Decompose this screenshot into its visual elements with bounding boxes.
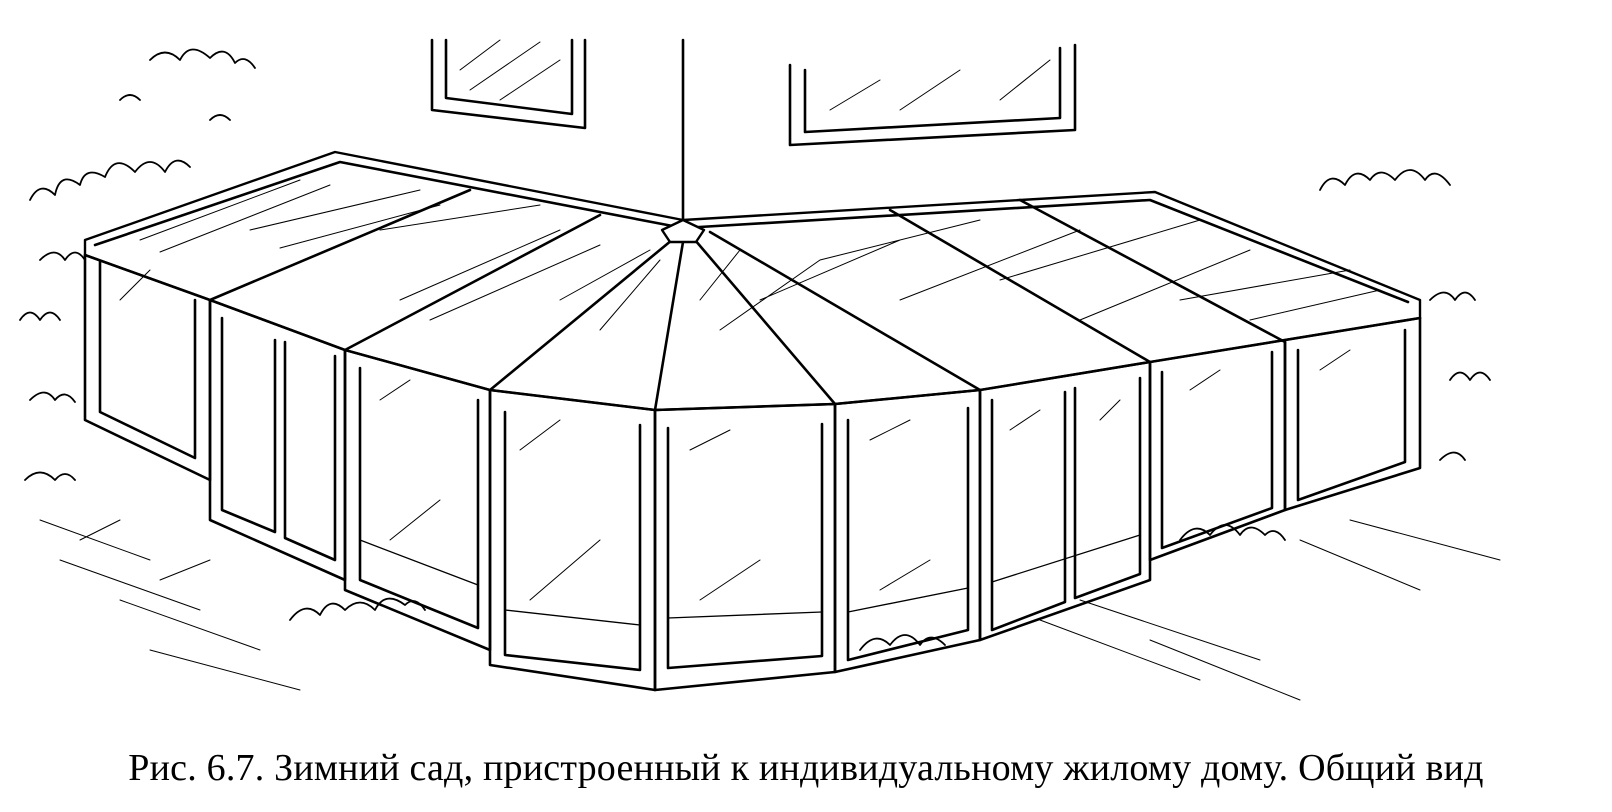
house-window-left	[430, 38, 587, 130]
conservatory-illustration	[19, 38, 1501, 701]
conservatory-walls	[83, 253, 1422, 692]
house-window-right	[788, 43, 1077, 147]
shrubs-right	[1039, 169, 1501, 701]
shrubs-left	[19, 48, 301, 691]
figure-caption: Рис. 6.7. Зимний сад, пристроенный к инд…	[128, 747, 1484, 789]
shrubs-front	[289, 524, 1286, 651]
conservatory-roof	[83, 150, 1422, 412]
